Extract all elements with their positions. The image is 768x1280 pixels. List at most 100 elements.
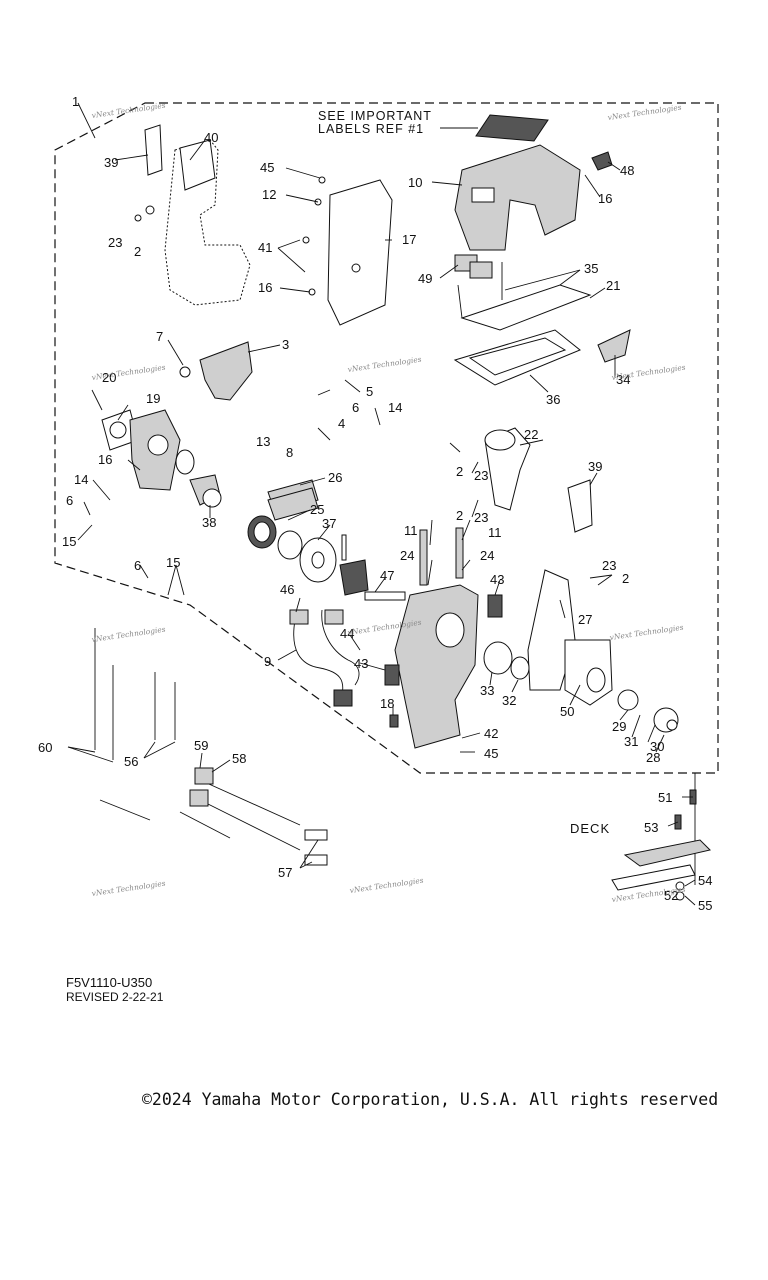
- callout-14-b: 14: [74, 472, 88, 487]
- callout-41: 41: [258, 240, 272, 255]
- callout-39-b: 39: [588, 459, 602, 474]
- callout-24-b: 24: [480, 548, 494, 563]
- callout-34: 34: [616, 372, 630, 387]
- callout-37: 37: [322, 516, 336, 531]
- callout-16-b: 16: [598, 191, 612, 206]
- copyright-notice: ©2024 Yamaha Motor Corporation, U.S.A. A…: [142, 1090, 719, 1109]
- callout-2-b: 2: [456, 464, 463, 479]
- callout-13: 13: [256, 434, 270, 449]
- watermark-text: vNext Technologies: [349, 876, 424, 895]
- callout-9: 9: [264, 654, 271, 669]
- callout-22: 22: [524, 427, 538, 442]
- callout-18: 18: [380, 696, 394, 711]
- callout-14-a: 14: [388, 400, 402, 415]
- callout-17: 17: [402, 232, 416, 247]
- callout-8: 8: [286, 445, 293, 460]
- part-wire-harness-9: [289, 609, 360, 707]
- callout-24-a: 24: [400, 548, 414, 563]
- callout-54: 54: [698, 873, 712, 888]
- watermark-text: vNext Technologies: [91, 363, 166, 382]
- callout-56: 56: [124, 754, 138, 769]
- part-plate-17: [302, 176, 393, 326]
- part-main-housing: [364, 527, 503, 749]
- callout-19: 19: [146, 391, 160, 406]
- callout-44: 44: [340, 626, 354, 641]
- callout-16-a: 16: [258, 280, 272, 295]
- callout-23-b: 23: [474, 468, 488, 483]
- part-control-lever: [483, 427, 679, 733]
- callout-28: 28: [646, 750, 660, 765]
- callout-20: 20: [102, 370, 116, 385]
- callout-15-b: 15: [166, 555, 180, 570]
- watermark-text: vNext Technologies: [609, 623, 684, 642]
- parts-diagram: SEE IMPORTANT LABELS REF #1: [38, 94, 719, 913]
- callout-2-a: 2: [134, 244, 141, 259]
- callout-5: 5: [366, 384, 373, 399]
- watermark-text: vNext Technologies: [607, 103, 682, 122]
- callout-40: 40: [204, 130, 218, 145]
- callout-38: 38: [202, 515, 216, 530]
- watermark-text: vNext Technologies: [91, 879, 166, 898]
- callout-11-b: 11: [488, 525, 502, 540]
- callout-6-a: 6: [352, 400, 359, 415]
- watermark-text: vNext Technologies: [611, 363, 686, 382]
- watermark-text: vNext Technologies: [347, 355, 422, 374]
- callout-16-c: 16: [98, 452, 112, 467]
- callout-1: 1: [72, 94, 79, 109]
- drawing-code: F5V1110-U350: [66, 975, 153, 990]
- callout-2-d: 2: [622, 571, 629, 586]
- callout-15-a: 15: [62, 534, 76, 549]
- callout-53: 53: [644, 820, 658, 835]
- part-detent-stack: [247, 479, 369, 596]
- callout-23-c: 23: [474, 510, 488, 525]
- callout-43-a: 43: [490, 572, 504, 587]
- callout-36: 36: [546, 392, 560, 407]
- part-cam-assembly: [101, 409, 222, 508]
- callout-3: 3: [282, 337, 289, 352]
- part-bracket-35: [453, 262, 631, 386]
- callout-46: 46: [280, 582, 294, 597]
- callout-6-b: 6: [66, 493, 73, 508]
- callout-6-c: 6: [134, 558, 141, 573]
- callout-42: 42: [484, 726, 498, 741]
- callout-2-c: 2: [456, 508, 463, 523]
- callout-45-a: 45: [260, 160, 274, 175]
- callout-39-a: 39: [104, 155, 118, 170]
- callout-7: 7: [156, 329, 163, 344]
- callout-12: 12: [262, 187, 276, 202]
- callout-21: 21: [606, 278, 620, 293]
- callout-33: 33: [480, 683, 494, 698]
- callout-50: 50: [560, 704, 574, 719]
- callout-labels: 1 2 2 2 2 3 4 5 6 6 6 7 8 9 10 11 11 12 …: [38, 94, 712, 913]
- watermark-text: vNext Technologies: [91, 101, 166, 120]
- part-cover-10: [454, 144, 613, 279]
- deck-label: DECK: [570, 821, 610, 836]
- callout-52: 52: [664, 888, 678, 903]
- leader-lines: [67, 102, 696, 906]
- callout-35: 35: [584, 261, 598, 276]
- callout-57: 57: [278, 865, 292, 880]
- callout-27: 27: [578, 612, 592, 627]
- callout-31: 31: [624, 734, 638, 749]
- callout-48: 48: [620, 163, 634, 178]
- callout-10: 10: [408, 175, 422, 190]
- callout-25: 25: [310, 502, 324, 517]
- assembly-boundary: [54, 102, 719, 774]
- callout-30: 30: [650, 739, 664, 754]
- callout-59: 59: [194, 738, 208, 753]
- callout-23-a: 23: [108, 235, 122, 250]
- callout-32: 32: [502, 693, 516, 708]
- revision-date: REVISED 2-22-21: [66, 990, 164, 1004]
- callout-29: 29: [612, 719, 626, 734]
- callout-45-b: 45: [484, 746, 498, 761]
- callout-49: 49: [418, 271, 432, 286]
- callout-43-b: 43: [354, 656, 368, 671]
- part-shift-lever-top: [134, 124, 251, 306]
- callout-23-d: 23: [602, 558, 616, 573]
- callout-4: 4: [338, 416, 345, 431]
- callout-26: 26: [328, 470, 342, 485]
- callout-58: 58: [232, 751, 246, 766]
- callout-51: 51: [658, 790, 672, 805]
- callout-55: 55: [698, 898, 712, 913]
- part-bracket-3: [179, 341, 253, 401]
